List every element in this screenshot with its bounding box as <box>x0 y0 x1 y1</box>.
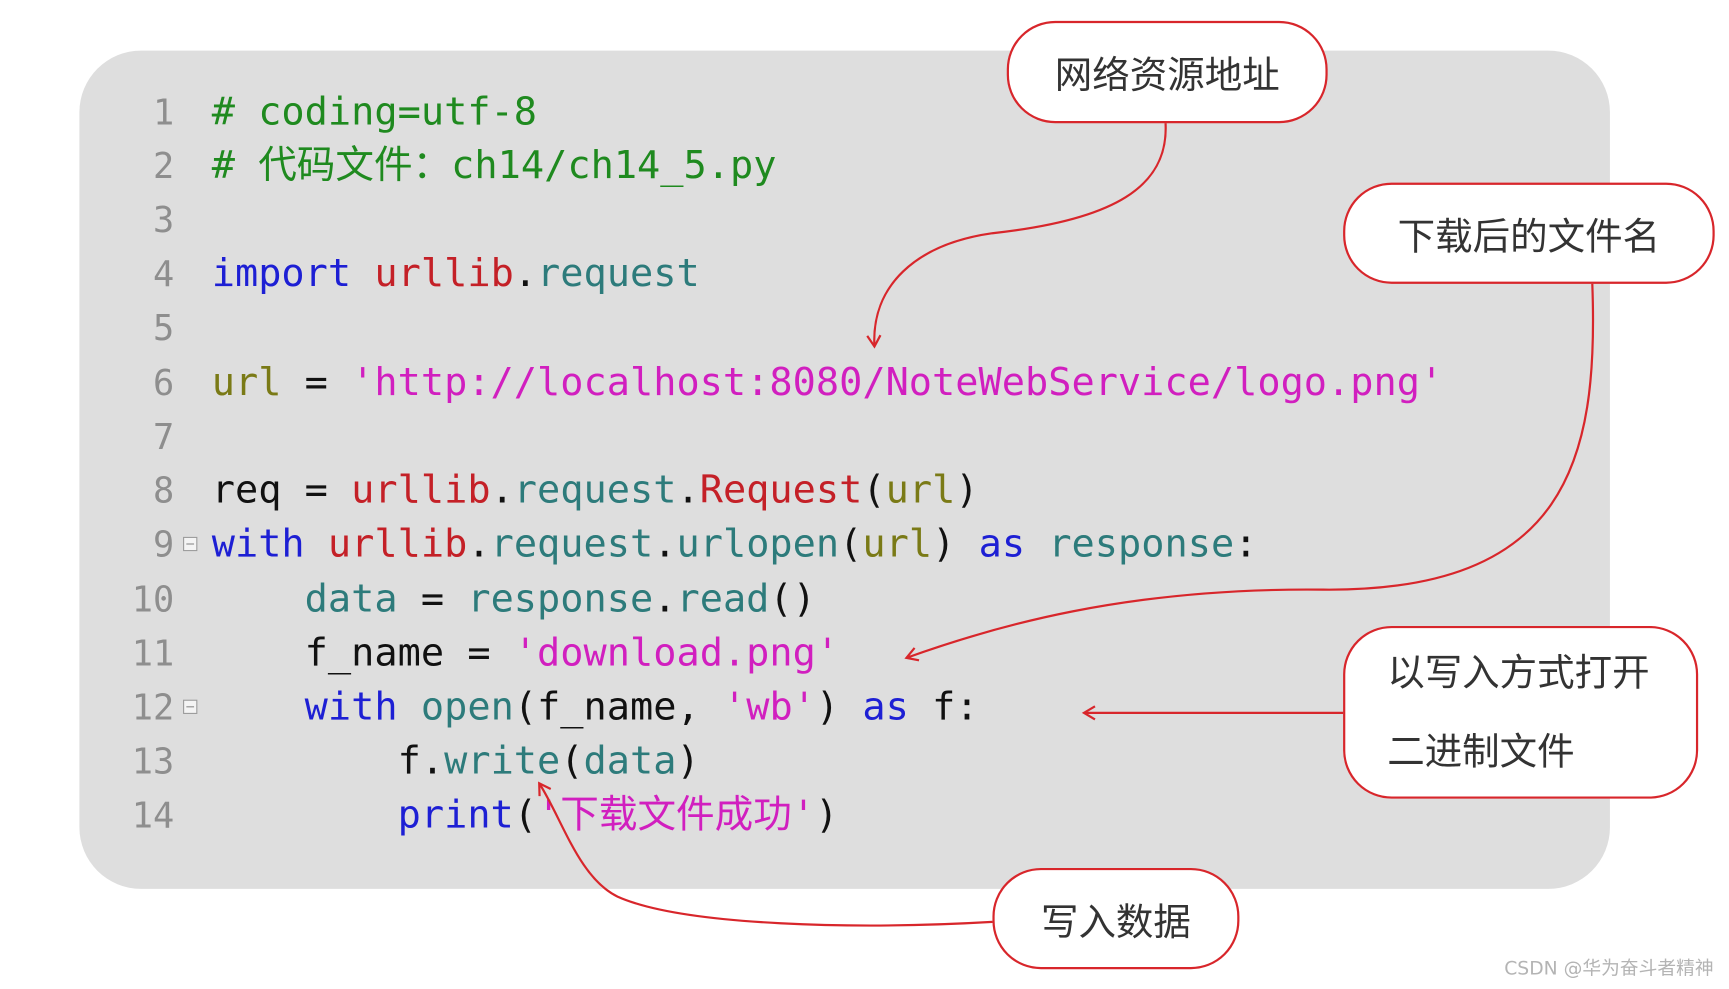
code-token: f_name <box>304 631 445 676</box>
callout-network-address: 网络资源地址 <box>1006 20 1328 124</box>
code-token: '下载文件成功' <box>537 793 816 838</box>
code-line: # coding=utf-8 <box>212 90 537 134</box>
code-token: () <box>769 577 816 622</box>
code-token: ) <box>815 793 839 838</box>
code-token: ( <box>560 739 584 784</box>
line-number: 4 <box>152 253 175 295</box>
callout-downloaded-filename: 下载后的文件名 <box>1343 182 1715 284</box>
code-token: ( <box>862 468 886 513</box>
code-line: f.write(data) <box>212 739 700 783</box>
code-line: data = response.read() <box>212 578 816 622</box>
code-token: response <box>1048 522 1235 567</box>
code-token: data <box>304 577 398 622</box>
code-token: read <box>676 577 770 622</box>
callout-open-binary-line-2: 二进制文件 <box>1387 729 1575 774</box>
code-token: data <box>583 739 677 784</box>
code-token: req <box>211 468 282 513</box>
code-token: request <box>490 522 654 567</box>
code-token: print <box>397 793 514 838</box>
fold-collapse-icon[interactable] <box>183 699 198 714</box>
arrow-to-filename <box>904 283 1595 662</box>
fold-collapse-icon[interactable] <box>183 536 198 552</box>
code-token: . <box>420 739 445 784</box>
code-token: urllib <box>351 468 491 513</box>
code-token: f <box>397 739 421 784</box>
code-token: ) <box>815 685 863 730</box>
code-token: # coding=utf-8 <box>211 90 538 135</box>
line-number: 9 <box>152 523 175 566</box>
code-token: url <box>885 468 956 513</box>
code-token: url <box>211 360 282 405</box>
code-line: import urllib.request <box>212 252 700 296</box>
code-token: = <box>397 577 468 622</box>
line-number: 6 <box>152 361 175 404</box>
code-token: = <box>281 360 352 405</box>
code-token: . <box>513 251 538 296</box>
code-token: . <box>653 577 677 622</box>
line-number: 13 <box>131 740 175 783</box>
code-token: # 代码文件：ch14/ch14_5.py <box>211 144 777 189</box>
code-line: # 代码文件：ch14/ch14_5.py <box>212 144 777 188</box>
code-token: f <box>932 685 956 730</box>
code-token: as <box>978 522 1026 567</box>
code-token: f_name <box>537 685 677 730</box>
code-line: f_name = 'download.png' <box>212 631 839 675</box>
line-number: 10 <box>131 578 175 621</box>
code-token: with <box>304 685 398 730</box>
watermark: CSDN @华为奋斗者精神 <box>1504 958 1714 981</box>
line-number: 8 <box>152 469 175 512</box>
arrow-to-write <box>538 781 993 927</box>
code-token: response <box>467 577 654 622</box>
code-token: url <box>862 522 933 567</box>
code-token: 'http://localhost:8080/NoteWebService/lo… <box>351 360 1444 405</box>
line-number: 3 <box>152 199 175 241</box>
code-token: request <box>513 468 677 513</box>
line-number: 5 <box>152 306 175 349</box>
code-token: ( <box>839 522 863 567</box>
line-number: 12 <box>131 686 175 729</box>
code-token: urllib <box>374 251 514 296</box>
code-token: as <box>862 685 909 730</box>
code-token: ( <box>513 685 538 730</box>
code-token: : <box>955 685 979 730</box>
code-token: urllib <box>327 522 468 567</box>
arrow-to-url <box>866 123 1167 349</box>
code-token: ) <box>932 522 979 567</box>
code-token: ) <box>676 739 700 784</box>
code-token: urlopen <box>676 522 840 567</box>
code-token: 'wb' <box>722 685 816 730</box>
code-token: = <box>444 631 514 676</box>
line-number: 11 <box>131 632 175 675</box>
code-token: . <box>467 522 491 567</box>
code-token: . <box>653 522 677 567</box>
code-token: with <box>211 522 305 567</box>
code-token: . <box>490 468 514 513</box>
code-token: ) <box>955 468 979 513</box>
code-line: url = 'http://localhost:8080/NoteWebServ… <box>212 361 1444 405</box>
line-number: 7 <box>152 415 175 458</box>
code-token: ( <box>513 793 538 838</box>
code-token: . <box>676 468 700 513</box>
code-token: Request <box>699 468 863 513</box>
callout-write-data: 写入数据 <box>992 867 1240 970</box>
line-number: 14 <box>131 794 175 837</box>
code-line: print('下载文件成功') <box>212 793 839 837</box>
callout-open-binary: 以写入方式打开 二进制文件 <box>1343 625 1699 799</box>
code-token: , <box>676 685 723 730</box>
line-number: 2 <box>152 145 175 188</box>
code-token: write <box>444 739 561 784</box>
code-token: = <box>281 468 352 513</box>
code-line: req = urllib.request.Request(url) <box>212 469 979 513</box>
code-token: 'download.png' <box>513 631 840 676</box>
code-line: with urllib.request.urlopen(url) as resp… <box>212 523 1258 567</box>
code-token: import <box>211 251 352 296</box>
callout-open-binary-line-1: 以写入方式打开 <box>1387 650 1650 695</box>
code-token: : <box>1234 522 1258 567</box>
code-token: open <box>420 685 514 730</box>
code-line: with open(f_name, 'wb') as f: <box>212 685 979 729</box>
code-token: request <box>537 251 700 296</box>
line-number: 1 <box>152 91 175 134</box>
